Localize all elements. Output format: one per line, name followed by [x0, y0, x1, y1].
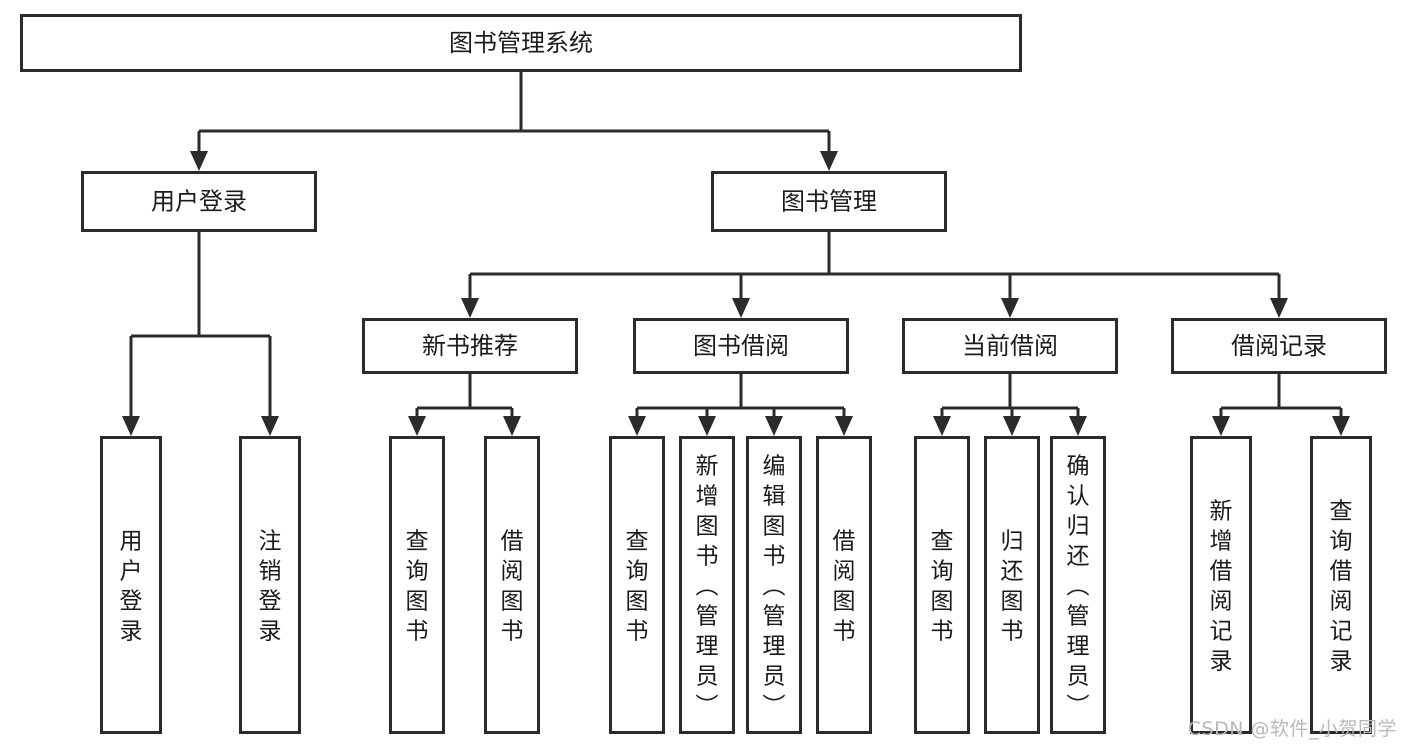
- flow-node[interactable]: 归还图书: [984, 436, 1040, 734]
- arrow-head-icon: [1332, 416, 1350, 436]
- flow-node[interactable]: 借阅图书: [484, 436, 540, 734]
- node-box: [633, 318, 849, 374]
- flow-node[interactable]: 新增借阅记录: [1190, 436, 1252, 734]
- arrow-head-icon: [1212, 416, 1230, 436]
- flow-node[interactable]: 借阅图书: [816, 436, 872, 734]
- node-box: [711, 171, 947, 232]
- node-box: [1310, 436, 1372, 734]
- node-label: 当前借阅: [962, 332, 1058, 360]
- node-label: 查询图书: [626, 528, 649, 644]
- node-label: 查询图书: [931, 528, 954, 644]
- node-label: 新书推荐: [422, 332, 518, 360]
- node-label: 新增图书︵管理员︶: [696, 453, 719, 719]
- flow-node[interactable]: 当前借阅: [902, 318, 1118, 374]
- node-label: 图书管理: [781, 188, 877, 216]
- node-box: [679, 436, 735, 734]
- node-label: 查询图书: [406, 528, 429, 644]
- arrow-head-icon: [1003, 416, 1021, 436]
- node-label: 用户登录: [120, 528, 143, 644]
- flow-node[interactable]: 用户登录: [81, 171, 317, 232]
- flow-node[interactable]: 确认归还︵管理员︶: [1050, 436, 1106, 734]
- node-box: [362, 318, 578, 374]
- arrow-head-icon: [1001, 298, 1019, 318]
- flow-node[interactable]: 编辑图书︵管理员︶: [746, 436, 802, 734]
- node-box: [1171, 318, 1387, 374]
- node-box: [81, 171, 317, 232]
- flow-node[interactable]: 查询图书: [914, 436, 970, 734]
- node-label: 确认归还︵管理员︶: [1067, 453, 1090, 719]
- node-label: 借阅记录: [1231, 332, 1327, 360]
- arrow-head-icon: [765, 416, 783, 436]
- node-box: [100, 436, 162, 734]
- arrow-head-icon: [835, 416, 853, 436]
- node-box: [816, 436, 872, 734]
- flow-node[interactable]: 用户登录: [100, 436, 162, 734]
- flow-node[interactable]: 查询借阅记录: [1310, 436, 1372, 734]
- node-label: 查询借阅记录: [1330, 498, 1353, 674]
- node-label: 借阅图书: [833, 528, 856, 644]
- node-box: [389, 436, 445, 734]
- arrow-head-icon: [461, 298, 479, 318]
- flow-node[interactable]: 图书借阅: [633, 318, 849, 374]
- arrow-head-icon: [1270, 298, 1288, 318]
- node-label: 图书管理系统: [449, 29, 593, 57]
- flow-node[interactable]: 新书推荐: [362, 318, 578, 374]
- node-label: 用户登录: [151, 188, 247, 216]
- arrow-head-icon: [503, 416, 521, 436]
- node-label: 图书借阅: [693, 332, 789, 360]
- node-label: 注销登录: [259, 528, 282, 644]
- node-box: [1190, 436, 1252, 734]
- node-box: [902, 318, 1118, 374]
- node-box: [1050, 436, 1106, 734]
- arrow-head-icon: [261, 416, 279, 436]
- flow-node[interactable]: 注销登录: [239, 436, 301, 734]
- arrow-head-icon: [408, 416, 426, 436]
- flow-node[interactable]: 图书管理系统: [20, 14, 1022, 72]
- node-box: [984, 436, 1040, 734]
- arrow-head-icon: [698, 416, 716, 436]
- arrow-head-icon: [628, 416, 646, 436]
- arrow-head-icon: [190, 151, 208, 171]
- node-label: 编辑图书︵管理员︶: [763, 453, 786, 719]
- node-box: [609, 436, 665, 734]
- node-label: 借阅图书: [501, 528, 524, 644]
- node-box: [914, 436, 970, 734]
- node-label: 归还图书: [1001, 528, 1024, 644]
- flow-node[interactable]: 新增图书︵管理员︶: [679, 436, 735, 734]
- node-box: [484, 436, 540, 734]
- flow-node[interactable]: 图书管理: [711, 171, 947, 232]
- arrow-head-icon: [1069, 416, 1087, 436]
- arrow-head-icon: [820, 151, 838, 171]
- node-box: [239, 436, 301, 734]
- node-layer: 图书管理系统用户登录图书管理用户登录注销登录新书推荐图书借阅当前借阅借阅记录查询…: [20, 14, 1387, 734]
- node-box: [746, 436, 802, 734]
- arrow-head-icon: [122, 416, 140, 436]
- node-box: [20, 14, 1022, 72]
- arrow-head-icon: [933, 416, 951, 436]
- node-label: 新增借阅记录: [1210, 498, 1233, 674]
- flow-node[interactable]: 查询图书: [609, 436, 665, 734]
- flow-node[interactable]: 查询图书: [389, 436, 445, 734]
- arrow-head-icon: [732, 298, 750, 318]
- edge-layer: [122, 72, 1350, 436]
- flow-node[interactable]: 借阅记录: [1171, 318, 1387, 374]
